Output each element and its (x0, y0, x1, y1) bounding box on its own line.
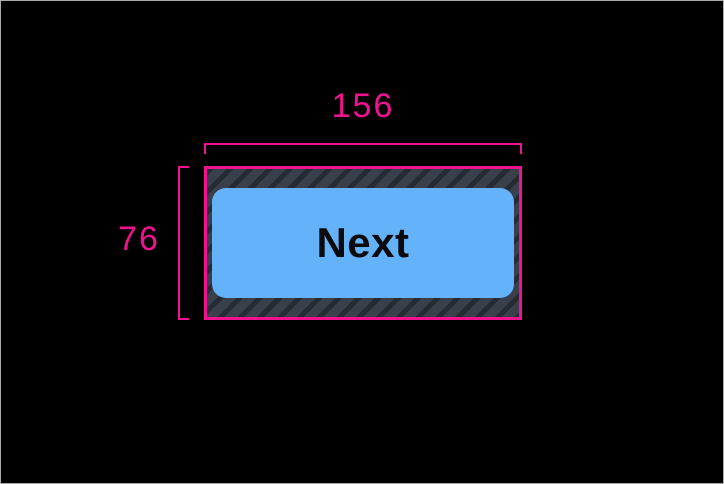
width-dimension-label: 156 (331, 87, 395, 125)
touch-target-area[interactable]: Next (204, 166, 522, 320)
width-measure-bracket (204, 143, 522, 154)
height-dimension-label: 76 (118, 220, 160, 258)
next-button[interactable]: Next (212, 188, 514, 298)
height-measure-bracket (178, 166, 189, 320)
